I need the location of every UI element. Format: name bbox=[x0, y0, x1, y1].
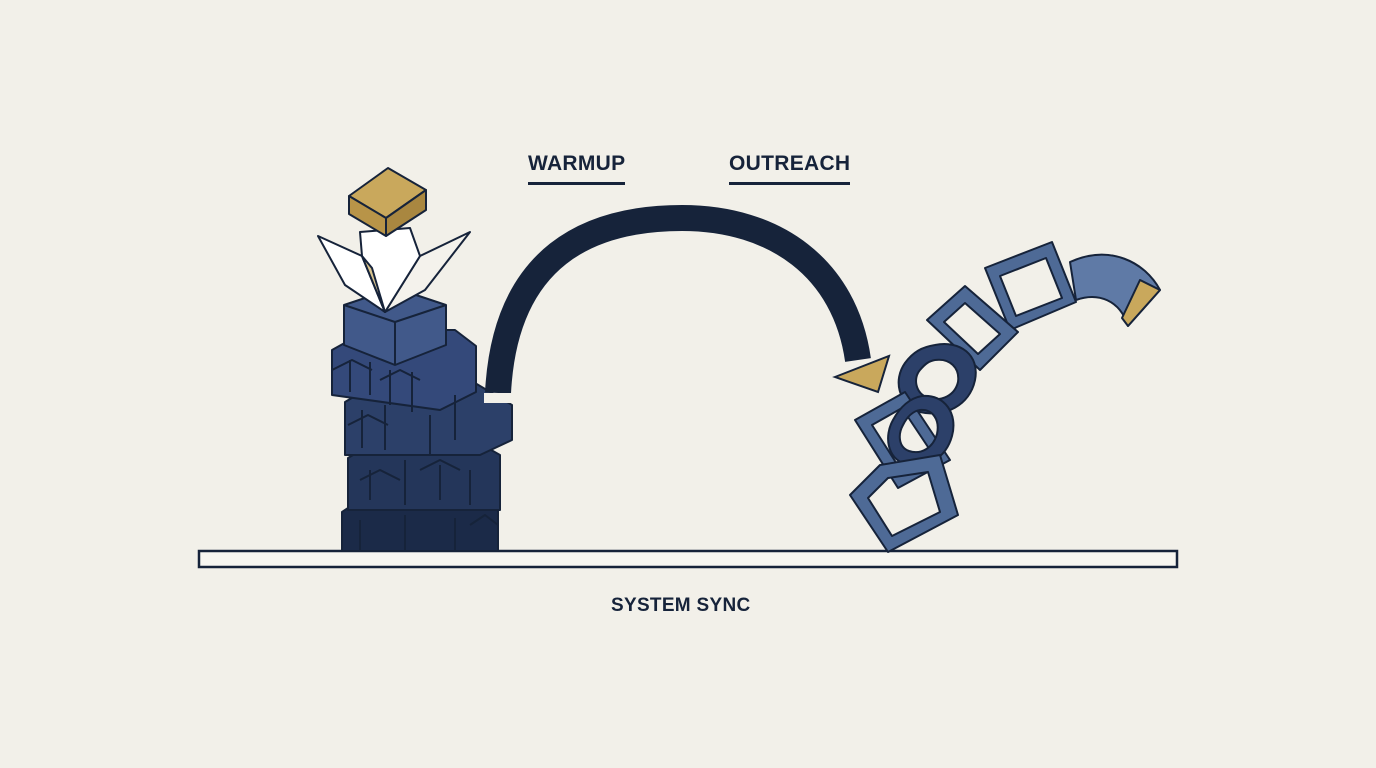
arc-left-stop bbox=[484, 393, 512, 403]
arc-arrow-icon bbox=[485, 204, 871, 394]
outreach-label: OUTREACH bbox=[729, 152, 851, 185]
warmup-label: WARMUP bbox=[528, 152, 626, 185]
open-box-icon bbox=[317, 227, 471, 313]
gold-arrowhead-icon bbox=[832, 354, 891, 394]
block-tower-icon bbox=[331, 287, 513, 552]
chain-links-icon bbox=[849, 241, 1161, 553]
base-platform bbox=[197, 549, 1179, 569]
system-sync-label: SYSTEM SYNC bbox=[611, 595, 751, 616]
gold-block-icon bbox=[348, 167, 427, 237]
